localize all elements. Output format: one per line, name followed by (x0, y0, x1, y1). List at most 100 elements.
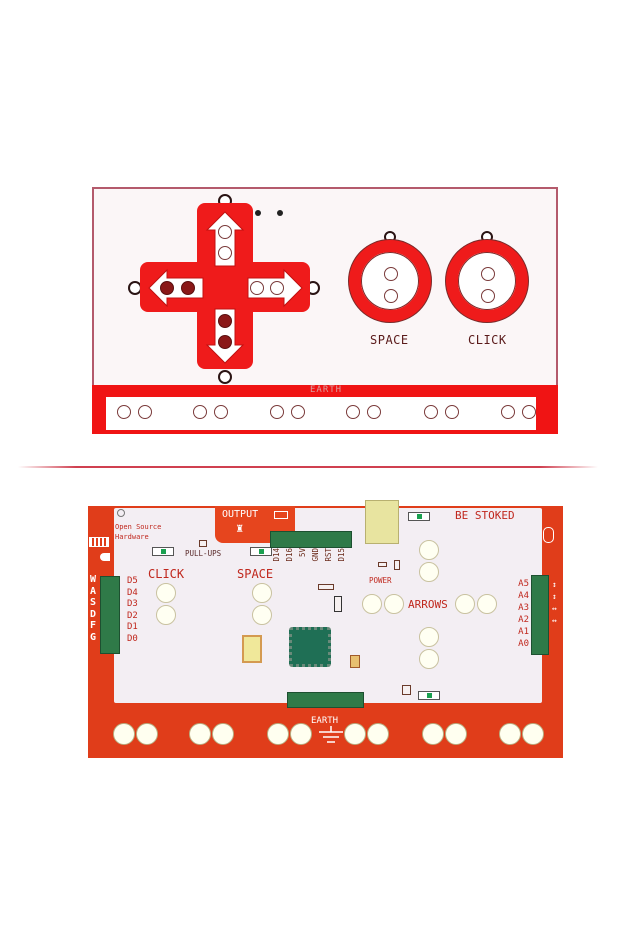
earth-pad[interactable] (445, 723, 467, 745)
status-led (152, 547, 174, 556)
click-pad[interactable] (156, 583, 176, 603)
mouse-icon (543, 527, 554, 543)
earth-pad[interactable] (212, 723, 234, 745)
mouse-up-down-icon: ↕ (552, 580, 557, 589)
key-f: F (90, 620, 97, 631)
arrow-left-icon (148, 268, 204, 308)
earth-pad[interactable] (267, 723, 289, 745)
left-hole[interactable] (181, 281, 195, 295)
space-hole[interactable] (384, 289, 398, 303)
earth-hole[interactable] (522, 405, 536, 419)
earth-hole[interactable] (214, 405, 228, 419)
earth-hole[interactable] (270, 405, 284, 419)
pin-d5: D5 (127, 576, 138, 586)
space-ring (349, 240, 431, 322)
earth-pad[interactable] (522, 723, 544, 745)
earth-pad[interactable] (189, 723, 211, 745)
arrow-up-icon (205, 211, 245, 267)
right-pad[interactable] (477, 594, 497, 614)
earth-hole[interactable] (138, 405, 152, 419)
pullup-resistor (199, 540, 207, 547)
microcontroller-chip (289, 627, 331, 667)
space-pad[interactable] (252, 605, 272, 625)
up-pad[interactable] (419, 562, 439, 582)
click-label: CLICK (148, 567, 185, 581)
space-label: SPACE (370, 333, 409, 347)
earth-pad[interactable] (113, 723, 135, 745)
click-ring (446, 240, 528, 322)
up-hole[interactable] (218, 225, 232, 239)
wasdfg-labels: W A S D F G (90, 574, 100, 643)
earth-label: EARTH (311, 716, 339, 726)
earth-pad[interactable] (499, 723, 521, 745)
right-pin-header[interactable] (531, 575, 549, 655)
space-hole[interactable] (384, 267, 398, 281)
right-hole[interactable] (250, 281, 264, 295)
space-pad[interactable] (252, 583, 272, 603)
right-pad[interactable] (455, 594, 475, 614)
earth-pad[interactable] (290, 723, 312, 745)
down-pad[interactable] (419, 649, 439, 669)
pin-a2: A2 (518, 615, 529, 625)
click-hole[interactable] (481, 267, 495, 281)
earth-hole[interactable] (291, 405, 305, 419)
output-label: OUTPUT (222, 509, 259, 520)
up-pad[interactable] (419, 540, 439, 560)
crystal-oscillator (242, 635, 262, 663)
pin-a0: A0 (518, 639, 529, 649)
pin-d0: D0 (127, 633, 138, 644)
left-pad[interactable] (384, 594, 404, 614)
pin-a3: A3 (518, 603, 529, 613)
space-label: SPACE (237, 567, 274, 581)
key-s: S (90, 597, 97, 608)
top-pin-labels: D14 D16 5V GND RST D15 (272, 548, 352, 578)
earth-hole[interactable] (193, 405, 207, 419)
keyboard-icon (89, 537, 109, 547)
right-pin-labels: A5 A4 A3 A2 A1 A0 (509, 578, 529, 650)
top-pin-header[interactable] (270, 531, 352, 548)
down-hole[interactable] (218, 335, 232, 349)
power-label: POWER (369, 576, 392, 585)
right-hole[interactable] (270, 281, 284, 295)
earth-hole[interactable] (445, 405, 459, 419)
earth-pad[interactable] (422, 723, 444, 745)
pin-a1: A1 (518, 627, 529, 637)
left-pin-header[interactable] (100, 576, 120, 654)
keyboard-icon (274, 511, 288, 519)
down-hole[interactable] (218, 314, 232, 328)
via-dot (255, 210, 261, 216)
earth-pad[interactable] (344, 723, 366, 745)
open-source-label: Open Source (115, 523, 162, 531)
usb-connector[interactable] (365, 500, 399, 544)
earth-hole[interactable] (424, 405, 438, 419)
pin-a4: A4 (518, 591, 529, 601)
earth-hole[interactable] (117, 405, 131, 419)
pin-d3: D3 (127, 599, 138, 609)
pull-ups-label: PULL-UPS (185, 549, 222, 558)
left-hole[interactable] (160, 281, 174, 295)
bottom-pin-header[interactable] (287, 692, 364, 708)
mouse-direction-symbols: ↕ ↕ ↔ ↔ (552, 579, 557, 627)
capacitor (350, 655, 360, 668)
down-pad[interactable] (419, 627, 439, 647)
resistor (402, 685, 411, 695)
via-dot (277, 210, 283, 216)
click-hole[interactable] (481, 289, 495, 303)
ground-icon (319, 726, 343, 743)
mouse-left-right-icon: ↔ (552, 616, 557, 625)
earth-pad[interactable] (367, 723, 389, 745)
led-component (334, 596, 342, 612)
earth-pad[interactable] (136, 723, 158, 745)
key-d: D (90, 608, 97, 620)
left-pad[interactable] (362, 594, 382, 614)
status-led (250, 547, 272, 556)
earth-hole[interactable] (367, 405, 381, 419)
pin-5v: 5V (298, 548, 307, 558)
click-pad[interactable] (156, 605, 176, 625)
earth-hole[interactable] (346, 405, 360, 419)
pin-d16: D16 (285, 548, 294, 562)
earth-hole[interactable] (501, 405, 515, 419)
earth-label: EARTH (310, 385, 343, 395)
oshw-dot (117, 509, 125, 517)
up-hole[interactable] (218, 246, 232, 260)
